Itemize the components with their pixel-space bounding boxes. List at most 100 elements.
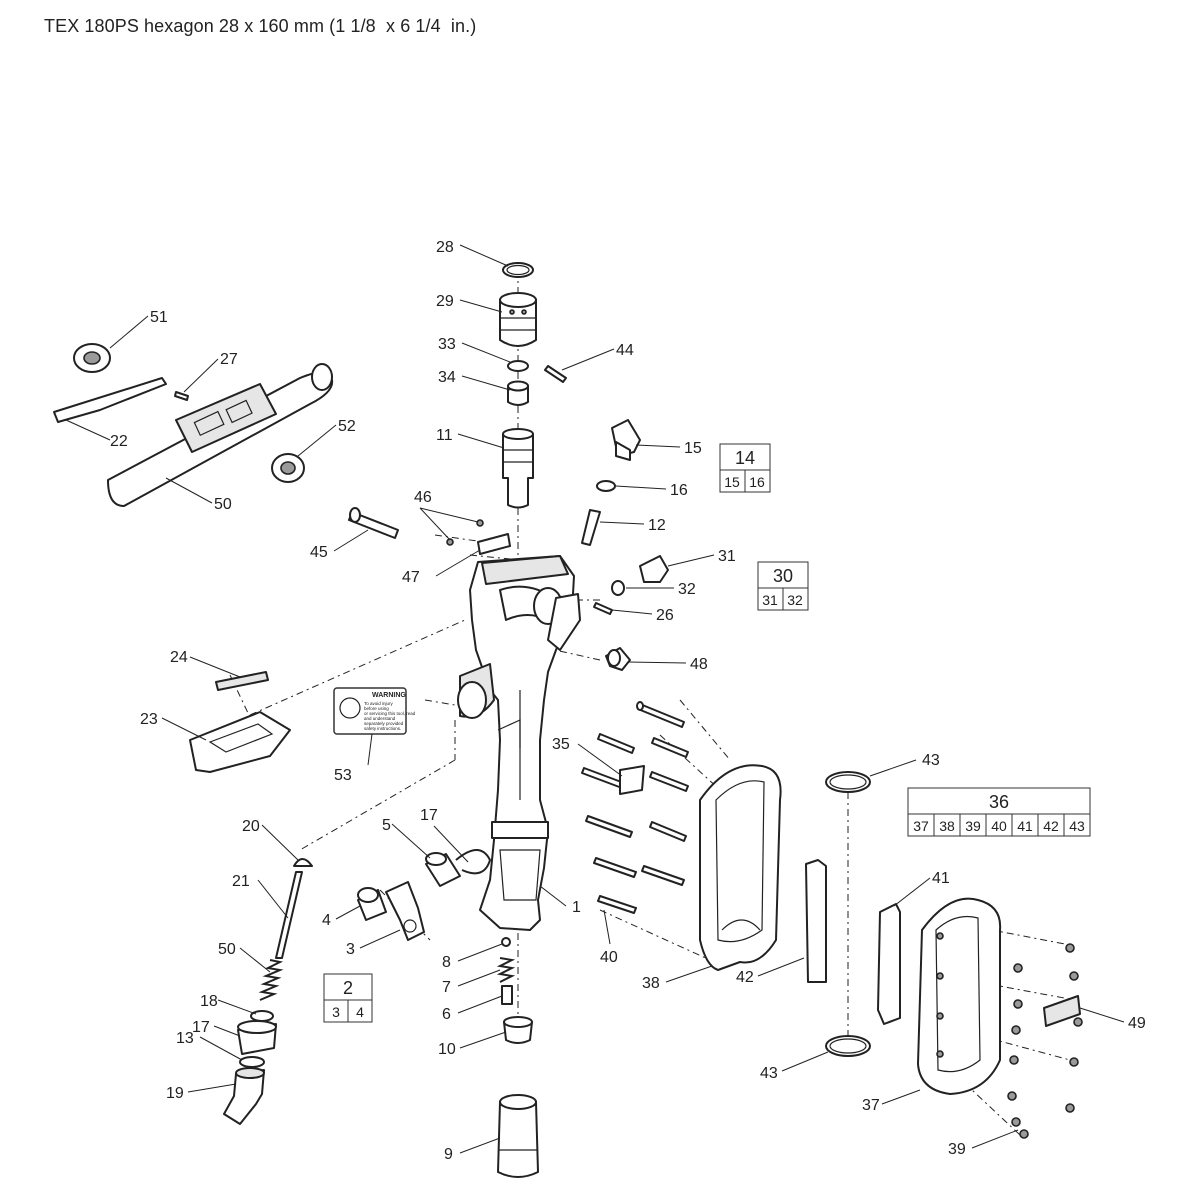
kit-30-item-32: 32 bbox=[787, 592, 803, 608]
label-8: 8 bbox=[442, 954, 451, 971]
kit-36-item-41: 41 bbox=[1017, 818, 1033, 834]
part-7-spring bbox=[496, 957, 516, 983]
label-20: 19 bbox=[166, 1085, 184, 1102]
label-38: 38 bbox=[642, 975, 660, 992]
part-21-cap bbox=[293, 858, 313, 867]
label-31: 31 bbox=[718, 548, 736, 565]
part-40-bolts bbox=[581, 701, 689, 914]
label-32: 32 bbox=[678, 581, 696, 598]
part-47-plate bbox=[477, 533, 511, 555]
label-13: 13 bbox=[176, 1030, 194, 1047]
kit-14-item-15: 15 bbox=[724, 474, 740, 490]
label-12: 12 bbox=[648, 517, 666, 534]
label-42: 42 bbox=[736, 969, 754, 986]
part-33-o-ring bbox=[507, 360, 529, 372]
warning-line-2: before using bbox=[364, 706, 389, 711]
label-53: 53 bbox=[334, 767, 352, 784]
part-51-handle bbox=[107, 363, 334, 507]
label-18: 17 bbox=[192, 1019, 210, 1036]
kit-36-item-42: 42 bbox=[1043, 818, 1059, 834]
warning-heading: WARNING bbox=[372, 692, 406, 699]
part-8-ball bbox=[501, 937, 511, 947]
kit-14-header: 14 bbox=[735, 448, 755, 468]
part-25-label bbox=[215, 671, 269, 691]
leader-lines bbox=[65, 244, 1125, 1154]
kit-30-header: 30 bbox=[773, 566, 793, 586]
label-37: 37 bbox=[862, 1097, 880, 1114]
label-22: 21 bbox=[232, 873, 250, 890]
part-17-spring-clip bbox=[455, 849, 492, 875]
part-39-nuts bbox=[1007, 943, 1083, 1139]
label-26: 26 bbox=[656, 607, 674, 624]
kit-36-item-40: 40 bbox=[991, 818, 1007, 834]
part-37-front-shell bbox=[917, 897, 1002, 1095]
part-10-bushing bbox=[503, 1016, 533, 1044]
warning-line-5: separately provided bbox=[364, 721, 404, 726]
part-31-plug bbox=[639, 555, 669, 583]
part-34-bushing bbox=[507, 380, 529, 406]
part-3-latch bbox=[385, 881, 425, 941]
part-22-rod bbox=[275, 871, 303, 959]
warning-line-4: and understand bbox=[364, 716, 396, 721]
kit-30-item-31: 31 bbox=[762, 592, 778, 608]
part-1-housing bbox=[457, 555, 581, 931]
part-15-plug bbox=[611, 419, 641, 461]
part-41-strip bbox=[877, 903, 901, 1025]
label-21: 20 bbox=[242, 818, 260, 835]
label-28: 28 bbox=[436, 239, 454, 256]
part-46-screw bbox=[446, 519, 484, 546]
warning-line-1: To avoid injury bbox=[364, 701, 394, 706]
part-13-o-ring bbox=[239, 1056, 265, 1068]
part-20-inlet bbox=[223, 1067, 265, 1125]
label-44: 44 bbox=[616, 342, 634, 359]
label-27: 27 bbox=[220, 351, 238, 368]
label-51: 50 bbox=[214, 496, 232, 513]
part-18-valve-body bbox=[237, 1020, 277, 1055]
part-4-bushing bbox=[357, 887, 387, 921]
part-number-labels: 28 29 33 34 11 44 15 16 12 31 32 26 48 5… bbox=[110, 239, 1146, 1163]
label-11: 11 bbox=[436, 427, 453, 444]
label-35: 35 bbox=[552, 736, 570, 753]
kit-14-item-16: 16 bbox=[749, 474, 765, 490]
part-5-pin bbox=[425, 852, 461, 887]
part-38-rear-shell bbox=[699, 764, 782, 971]
label-34: 34 bbox=[438, 369, 456, 386]
label-3: 3 bbox=[346, 941, 355, 958]
label-9: 9 bbox=[444, 1146, 453, 1163]
label-19: 18 bbox=[200, 993, 218, 1010]
part-48-bolt bbox=[605, 647, 631, 671]
label-25: 24 bbox=[170, 649, 188, 666]
label-43-bottom: 43 bbox=[760, 1065, 778, 1082]
label-49-text: 49 bbox=[1128, 1015, 1146, 1032]
label-1: 1 bbox=[572, 899, 581, 916]
label-47: 47 bbox=[402, 569, 420, 586]
kit-2-header: 2 bbox=[343, 978, 353, 998]
label-24: 23 bbox=[140, 711, 158, 728]
warning-line-6: safety instructions. bbox=[364, 726, 401, 731]
part-11-piston bbox=[502, 428, 534, 509]
label-43-top: 43 bbox=[922, 752, 940, 769]
label-23: 22 bbox=[110, 433, 128, 450]
warning-line-3: or servicing this tool, read bbox=[364, 711, 416, 716]
kit-box-30: 30 31 32 bbox=[757, 561, 809, 611]
label-15: 15 bbox=[684, 440, 702, 457]
page-title: TEX 180PS hexagon 28 x 160 mm (1 1/8 x 6… bbox=[44, 16, 477, 36]
kit-36-header: 36 bbox=[989, 792, 1009, 812]
part-23-lever bbox=[53, 377, 167, 423]
part-35-plate bbox=[619, 765, 645, 795]
label-5: 5 bbox=[382, 817, 391, 834]
part-53-warning-label: WARNING To avoid injury before using or … bbox=[333, 687, 416, 735]
part-45-axle bbox=[348, 507, 399, 539]
part-26-pin bbox=[593, 602, 613, 615]
label-7: 7 bbox=[442, 979, 451, 996]
part-19-o-ring bbox=[250, 1010, 274, 1022]
label-46: 46 bbox=[414, 489, 432, 506]
label-4: 4 bbox=[322, 912, 331, 929]
label-52-left: 51 bbox=[150, 309, 168, 326]
label-45: 45 bbox=[310, 544, 328, 561]
kit-36-item-38: 38 bbox=[939, 818, 955, 834]
kit-box-36: 36 37 38 39 40 41 42 43 bbox=[907, 787, 1091, 837]
part-6-pin bbox=[501, 985, 513, 1005]
part-27-pin bbox=[174, 391, 189, 401]
